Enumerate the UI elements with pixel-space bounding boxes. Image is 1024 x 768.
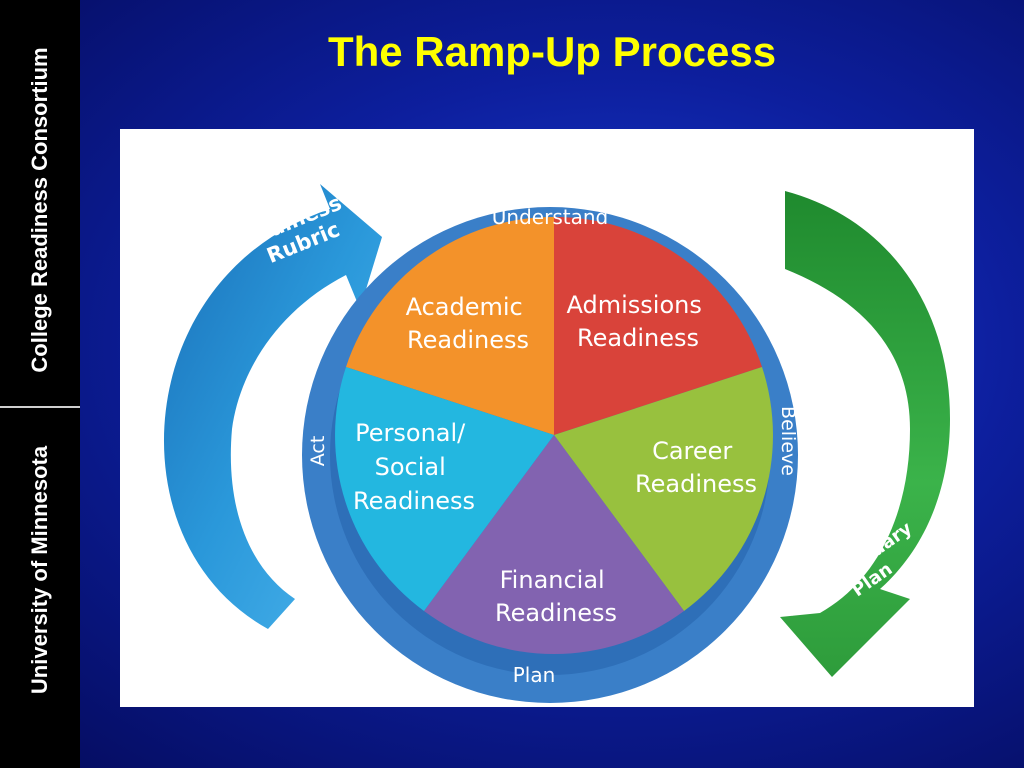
financial-segment (424, 435, 684, 655)
ramp-up-diagram: Readiness Rubric Postsecondary Plan Unde… (163, 184, 950, 703)
sidebar-divider (0, 406, 80, 408)
personal-social-label: Personal/ Social Readiness (353, 419, 475, 515)
ring-label-act: Act (307, 436, 329, 467)
ring-label-understand: Understand (492, 205, 608, 229)
financial-label: Financial Readiness (495, 566, 617, 627)
diagram-panel: Readiness Rubric Postsecondary Plan Unde… (120, 129, 974, 707)
ring-label-plan: Plan (513, 663, 556, 687)
ring-label-believe: Believe (777, 406, 799, 476)
academic-segment (346, 216, 554, 435)
sidebar: College Readiness Consortium University … (0, 0, 80, 768)
admissions-segment (554, 216, 762, 435)
personal-segment (335, 367, 554, 611)
career-segment (554, 367, 773, 611)
sidebar-university-label: University of Minnesota (27, 445, 52, 695)
academic-label: Academic Readiness (406, 293, 531, 354)
sidebar-consortium-label: College Readiness Consortium (27, 47, 52, 373)
admissions-label: Admissions Readiness (567, 291, 710, 352)
postsecondary-plan-arrow: Postsecondary Plan (780, 191, 950, 677)
readiness-pie (335, 216, 773, 655)
slide-title: The Ramp-Up Process (327, 28, 777, 75)
career-label: Career Readiness (635, 437, 757, 498)
